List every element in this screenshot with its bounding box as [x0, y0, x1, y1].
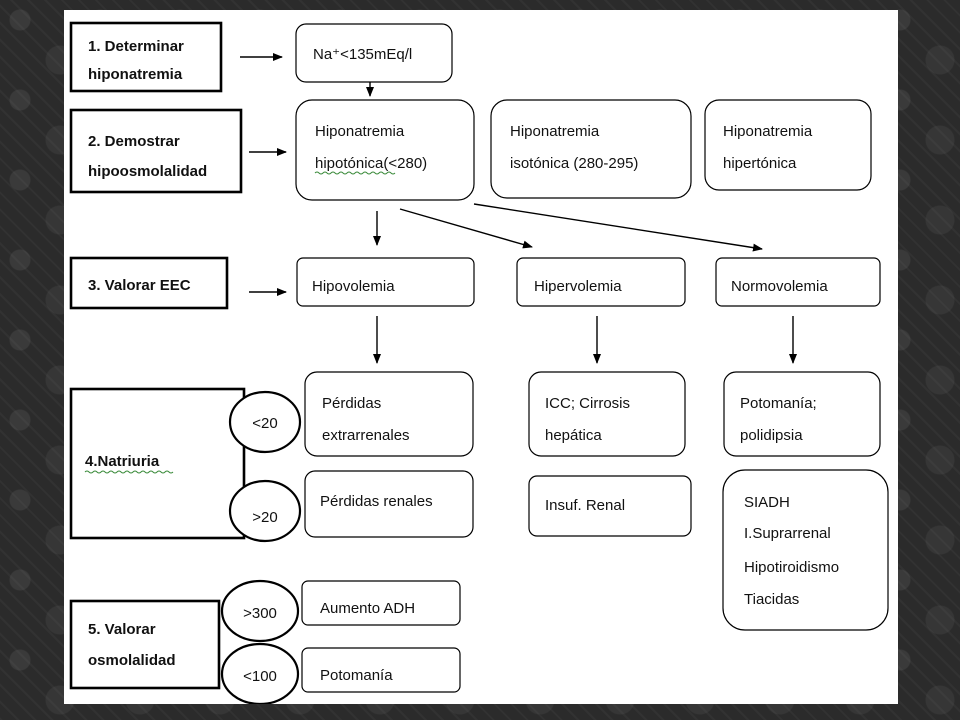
step-1-line1: 1. Determinar [88, 38, 184, 55]
osm-low-text: <100 [243, 668, 277, 685]
hipertonica-line1: Hiponatremia [723, 123, 813, 140]
perdidas-extra-line1: Pérdidas [322, 395, 381, 412]
sodium-text: Na⁺<135mEq/l [313, 46, 412, 63]
potomania-poli-line1: Potomanía; [740, 395, 817, 412]
natriuria-low-bubble: <20 [228, 390, 302, 454]
sodium-node: Na⁺<135mEq/l [295, 23, 453, 83]
spellcheck-underline [84, 470, 174, 474]
hyponatremia-flowchart: 1. Determinar hiponatremia Na⁺<135mEq/l … [69, 21, 889, 704]
potomania-node: Potomanía [301, 647, 461, 693]
perdidas-extrarrenales-node: Pérdidas extrarrenales [304, 371, 474, 457]
potomania-polidipsia-node: Potomanía; polidipsia [723, 371, 881, 457]
hipovolemia-node: Hipovolemia [296, 257, 475, 307]
step-1-box: 1. Determinar hiponatremia [69, 21, 223, 93]
potomania-poli-line2: polidipsia [740, 427, 803, 444]
osm-high-bubble: >300 [220, 579, 300, 643]
icc-line2: hepática [545, 427, 602, 444]
aumento-adh-node: Aumento ADH [301, 580, 461, 626]
perdidas-renales-node: Pérdidas renales [304, 470, 474, 538]
siadh-line1: SIADH [744, 494, 790, 511]
hipertonica-line2: hipertónica [723, 155, 797, 172]
perdidas-renales-text: Pérdidas renales [320, 493, 433, 510]
arrow-to-normovolemia [473, 203, 763, 252]
hipertonica-node: Hiponatremia hipertónica [704, 99, 872, 191]
hipovolemia-text: Hipovolemia [312, 278, 395, 295]
potomania-text: Potomanía [320, 667, 393, 684]
natriuria-high-text: >20 [252, 509, 277, 526]
isotonica-line1: Hiponatremia [510, 123, 600, 140]
step-2-box: 2. Demostrar hipoosmolalidad [69, 108, 243, 194]
natriuria-low-text: <20 [252, 415, 277, 432]
icc-line1: ICC; Cirrosis [545, 395, 630, 412]
hipervolemia-node: Hipervolemia [516, 257, 686, 307]
insuf-renal-node: Insuf. Renal [528, 475, 692, 537]
siadh-line3: Hipotiroidismo [744, 559, 839, 576]
normovolemia-text: Normovolemia [731, 278, 828, 295]
siadh-group-node: SIADH I.Suprarrenal Hipotiroidismo Tiaci… [722, 469, 889, 631]
siadh-line2: I.Suprarrenal [744, 525, 831, 542]
hipotonica-line1: Hiponatremia [315, 123, 405, 140]
siadh-line4: Tiacidas [744, 591, 799, 608]
aumento-adh-text: Aumento ADH [320, 600, 415, 617]
step-4-box: 4.Natriuria [69, 387, 246, 540]
step-1-line2: hiponatremia [88, 66, 183, 83]
insuf-renal-text: Insuf. Renal [545, 497, 625, 514]
hipotonica-line2: hipotónica(<280) [315, 155, 427, 172]
natriuria-high-bubble: >20 [228, 479, 302, 543]
step-5-box: 5. Valorar osmolalidad [69, 599, 221, 690]
step-5-line2: osmolalidad [88, 652, 176, 669]
osm-low-bubble: <100 [220, 642, 300, 704]
hipervolemia-text: Hipervolemia [534, 278, 622, 295]
step-3-box: 3. Valorar EEC [69, 256, 229, 310]
hipotonica-node: Hiponatremia hipotónica(<280) [295, 99, 475, 201]
icc-node: ICC; Cirrosis hepática [528, 371, 686, 457]
step-4-line1: 4.Natriuria [85, 453, 160, 470]
osm-high-text: >300 [243, 605, 277, 622]
arrow-to-hipervolemia [399, 208, 533, 249]
spellcheck-underline [314, 171, 396, 175]
slide: 1. Determinar hiponatremia Na⁺<135mEq/l … [64, 10, 898, 704]
perdidas-extra-line2: extrarrenales [322, 427, 410, 444]
isotonica-node: Hiponatremia isotónica (280-295) [490, 99, 692, 199]
step-2-line1: 2. Demostrar [88, 133, 180, 150]
normovolemia-node: Normovolemia [715, 257, 881, 307]
step-3-line1: 3. Valorar EEC [88, 277, 191, 294]
step-2-line2: hipoosmolalidad [88, 163, 207, 180]
isotonica-line2: isotónica (280-295) [510, 155, 638, 172]
step-5-line1: 5. Valorar [88, 621, 156, 638]
